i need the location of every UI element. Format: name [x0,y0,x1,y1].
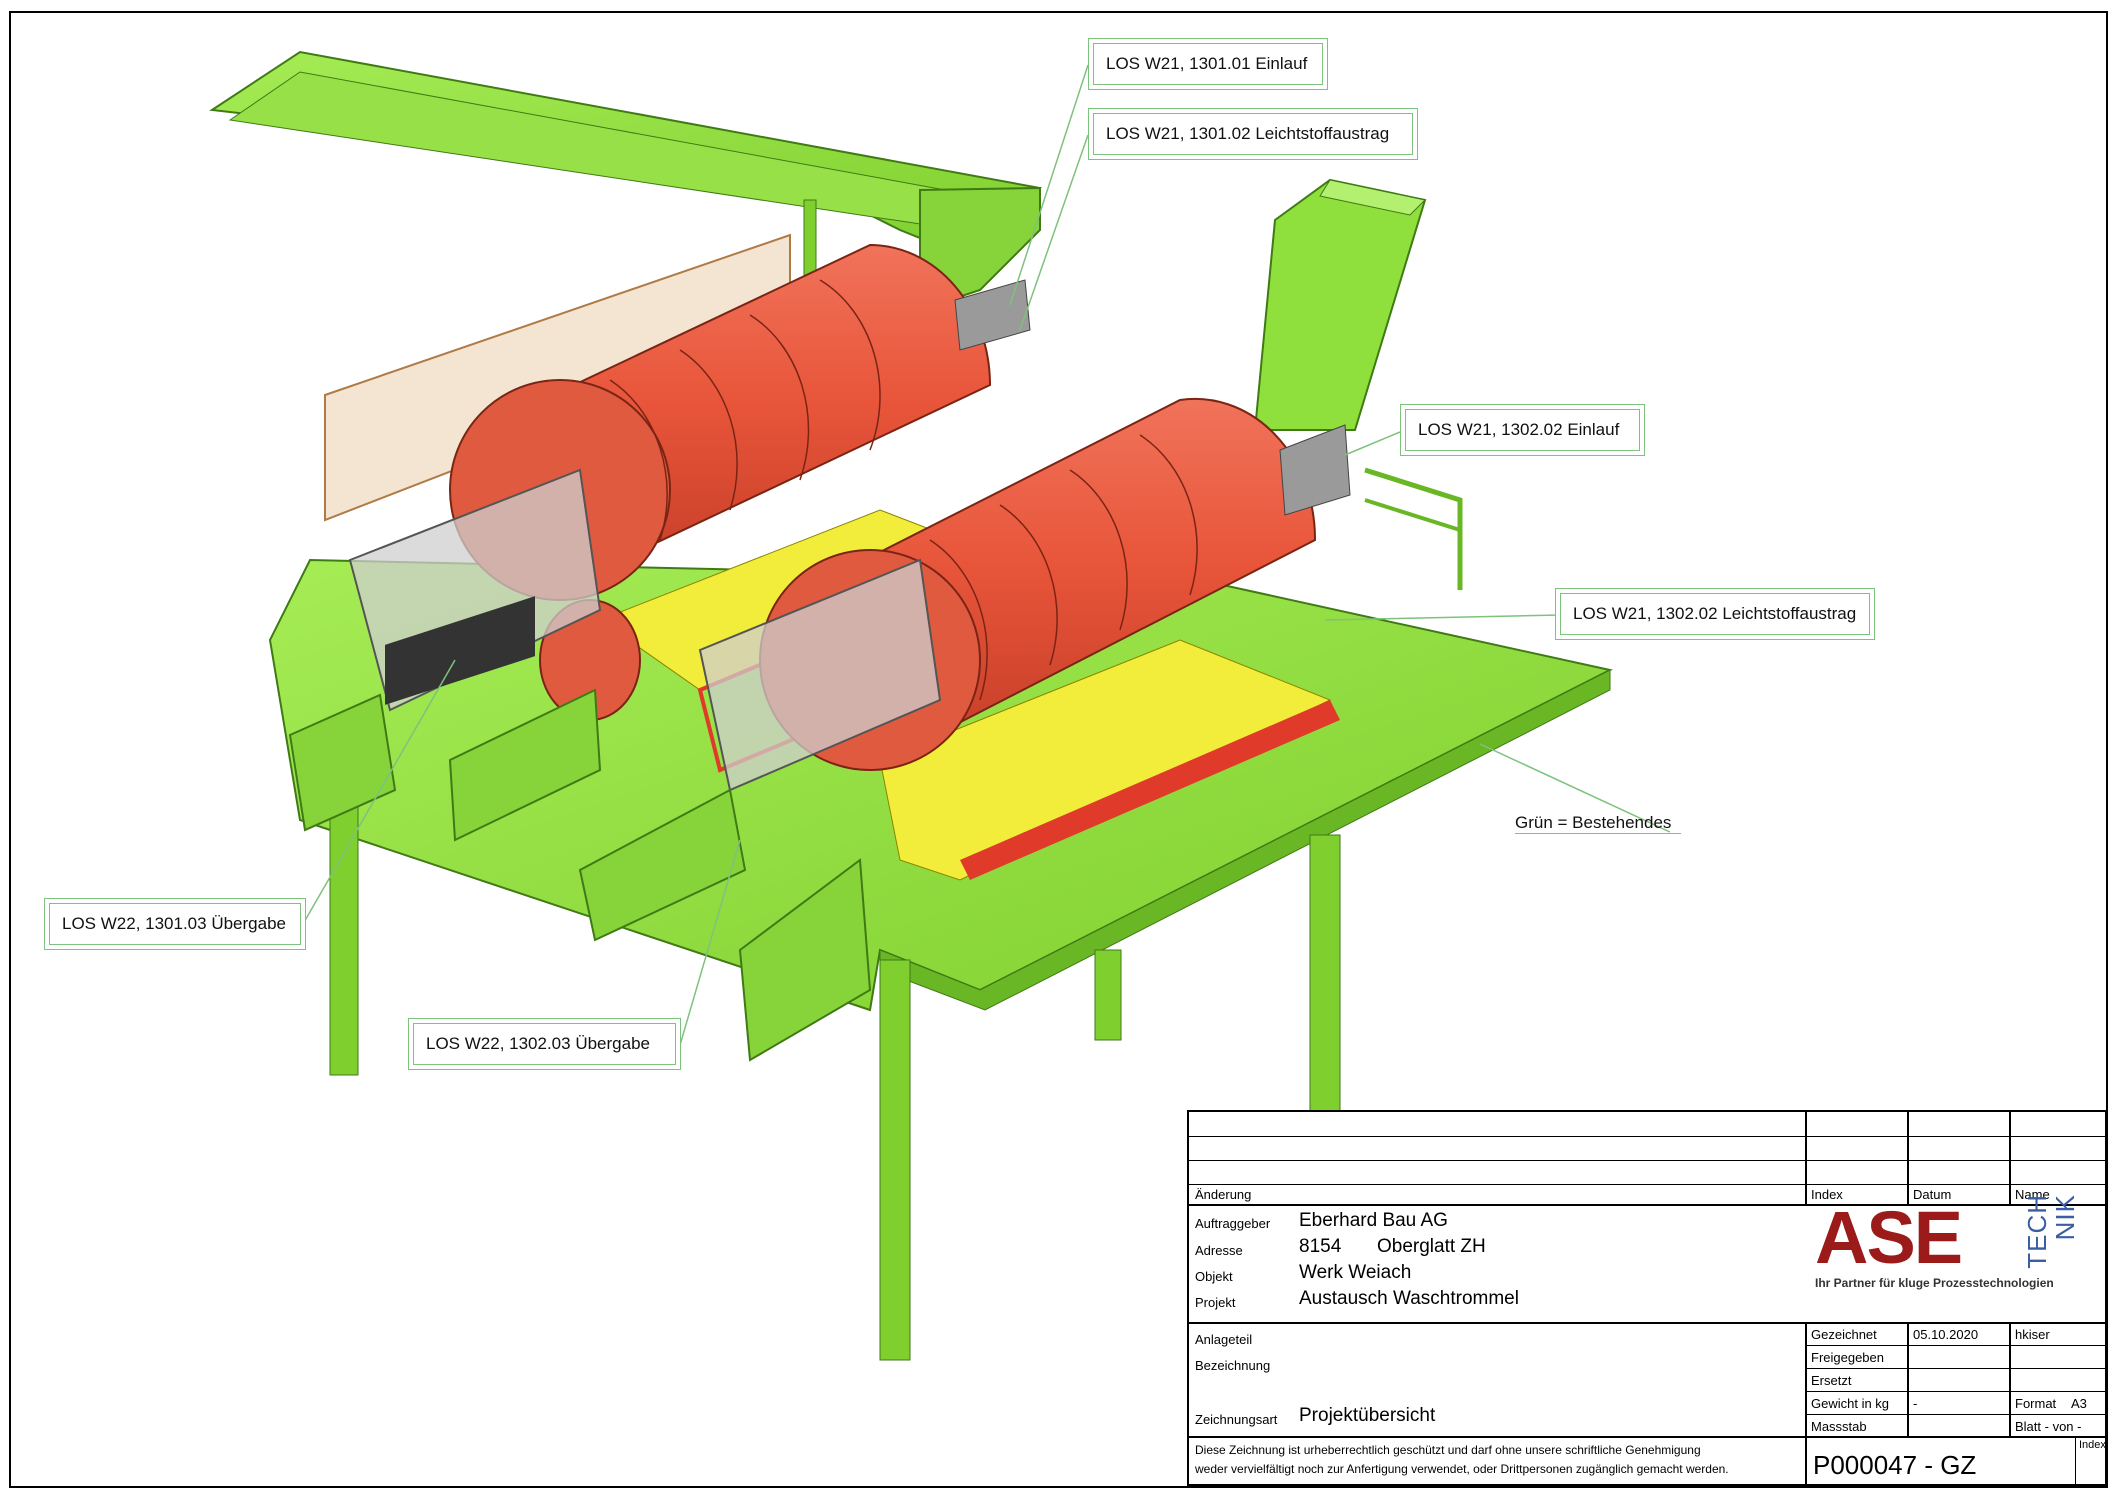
label-gezeichnet: Gezeichnet [1811,1327,1877,1342]
callout-1302-02-light-discharge: LOS W21, 1302.02 Leichtstoffaustrag [1555,588,1875,640]
label-projekt: Projekt [1195,1295,1236,1310]
label-zeichnungsart: Zeichnungsart [1195,1412,1278,1427]
callout-1301-02-light-discharge: LOS W21, 1301.02 Leichtstoffaustrag [1088,108,1418,160]
value-plz: 8154 [1299,1236,1342,1257]
label-gewicht: Gewicht in kg [1811,1396,1890,1411]
label-auftraggeber: Auftraggeber [1195,1216,1271,1231]
label-ersetzt: Ersetzt [1811,1373,1852,1388]
value-gezeichnet-date: 05.10.2020 [1913,1327,1979,1342]
label-massstab: Massstab [1811,1419,1867,1434]
copyright-line-1: Diese Zeichnung ist urheberrechtlich ges… [1195,1443,1701,1457]
outlet-hoppers [348,279,1351,792]
label-index: Index [1811,1187,1843,1202]
label-aenderung: Änderung [1195,1187,1252,1202]
leader-lines [302,64,1671,1046]
label-index-small: Index [2079,1439,2106,1451]
label-bezeichnung: Bezeichnung [1195,1358,1271,1373]
drawing-number: P000047 - GZ [1813,1450,1977,1480]
value-gewicht: - [1913,1396,1918,1411]
logo-mark: ASE [1815,1196,1963,1279]
logo-tagline: Ihr Partner für kluge Prozesstechnologie… [1815,1276,2054,1290]
label-format: Format [2015,1396,2057,1411]
feed-chute [1253,178,1427,431]
value-gezeichnet-name: hkiser [2015,1327,2050,1342]
legend-existing: Grün = Bestehendes [1515,813,1682,834]
label-freigegeben: Freigegeben [1811,1350,1884,1365]
label-objekt: Objekt [1195,1269,1233,1284]
callout-1302-02-inlet: LOS W21, 1302.02 Einlauf [1400,404,1645,456]
ase-technik-logo: ASE TECH NIK Ihr Partner für kluge Proze… [1815,1194,2105,1300]
label-datum: Datum [1913,1187,1952,1202]
callout-1301-01-inlet: LOS W21, 1301.01 Einlauf [1088,38,1328,90]
label-adresse: Adresse [1195,1243,1243,1258]
copyright-line-2: weder vervielfältigt noch zur Anfertigun… [1195,1462,1729,1476]
discharge-chutes [288,688,872,1062]
callout-1302-03-transfer: LOS W22, 1302.03 Übergabe [408,1018,681,1070]
value-format: A3 [2071,1396,2087,1411]
label-name: Name [2015,1187,2050,1202]
label-blatt: Blatt - von - [2015,1419,2082,1434]
conveyor-belt [209,50,1042,321]
value-projekt: Austausch Waschtrommel [1299,1288,1519,1309]
value-zeichnungsart: Projektübersicht [1299,1405,1436,1426]
logo-tech-1: TECH [2022,1194,2052,1269]
value-ort: Oberglatt ZH [1377,1236,1486,1257]
logo-tech-2: NIK [2050,1194,2080,1241]
callout-1301-03-transfer: LOS W22, 1301.03 Übergabe [44,898,306,950]
value-objekt: Werk Weiach [1299,1262,1412,1283]
value-auftraggeber: Eberhard Bau AG [1299,1210,1448,1231]
title-block: Änderung Index Datum Name Auftraggeber A… [1187,1110,2107,1486]
label-anlageteil: Anlageteil [1195,1332,1253,1347]
